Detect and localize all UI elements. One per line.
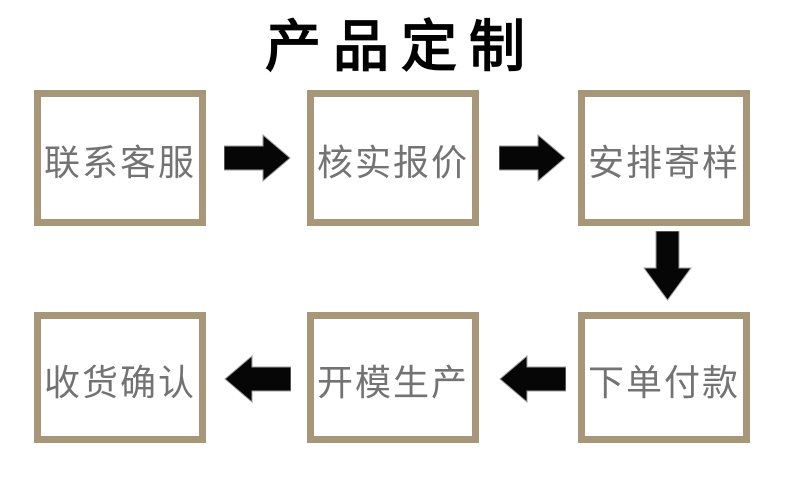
flow-step-label: 开模生产 (316, 361, 469, 403)
flow-step-label: 联系客服 (43, 142, 196, 183)
arrow-down-shape (643, 231, 692, 301)
arrow-left-shape (499, 355, 566, 403)
arrow-left-icon (224, 355, 291, 403)
flow-step-label: 安排寄样 (587, 142, 740, 183)
flow-step-label: 收货确认 (43, 361, 196, 403)
flow-step-mold-production: 开模生产 (307, 312, 479, 443)
arrow-right-icon (499, 134, 566, 182)
flow-step-verify-quote: 核实报价 (307, 90, 479, 226)
flow-step-contact-service: 联系客服 (34, 90, 206, 226)
arrow-left-icon (499, 355, 566, 403)
arrow-right-shape (499, 134, 566, 182)
flow-step-label: 核实报价 (316, 142, 469, 183)
arrow-right-shape (224, 134, 291, 182)
flow-step-place-order-pay: 下单付款 (578, 312, 750, 443)
flow-step-receive-confirm: 收货确认 (34, 312, 206, 443)
flow-step-label: 下单付款 (587, 361, 740, 403)
arrow-left-shape (224, 355, 291, 403)
page-title: 产品定制 (265, 15, 537, 78)
flow-step-arrange-sample: 安排寄样 (578, 90, 750, 226)
arrow-right-icon (224, 134, 291, 182)
arrow-down-icon (643, 231, 692, 301)
